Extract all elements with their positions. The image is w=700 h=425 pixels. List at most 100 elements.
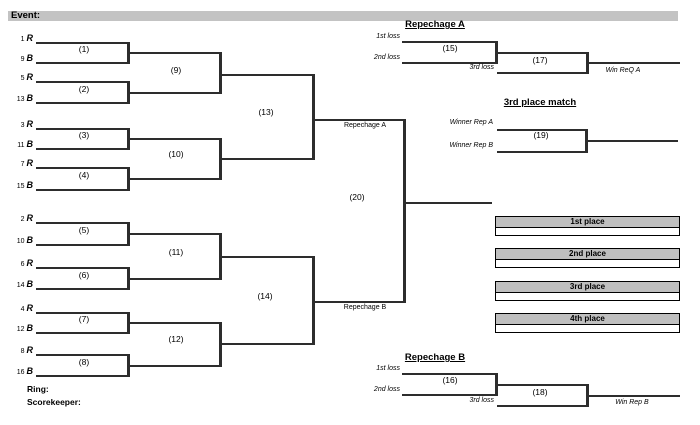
seed-number: 13: [16, 96, 25, 103]
repechage-a-winner-label: Win ReQ A: [605, 67, 641, 74]
seed-number: 15: [16, 183, 25, 190]
bracket-hline: [36, 42, 130, 44]
match-8-label: (8): [78, 357, 90, 367]
bracket-hline: [218, 256, 315, 258]
seed-corner-code: R: [26, 33, 34, 43]
seed-corner-code: R: [26, 345, 34, 355]
match-3-label: (3): [78, 130, 90, 140]
bracket-hline: [126, 277, 222, 280]
repechage-a-first-loss-label: 1st loss: [376, 33, 400, 40]
seed-corner-code: B: [26, 366, 34, 376]
second-place-box: 2nd place: [495, 248, 680, 268]
repechage-a-second-loss-label: 2nd loss: [373, 54, 400, 61]
first-place-label: 1st place: [496, 217, 679, 228]
third-place-entrant-a-label: Winner Rep A: [449, 119, 493, 126]
seed-corner-code: B: [26, 235, 34, 245]
first-place-box: 1st place: [495, 216, 680, 236]
repechage-b-title: Repechage B: [404, 352, 466, 363]
seed-number: 8: [20, 348, 25, 355]
repechage-b-winner-label: Win Rep B: [615, 399, 649, 406]
second-place-label: 2nd place: [496, 249, 679, 260]
seed-number: 16: [16, 369, 25, 376]
bracket-hline: [402, 394, 498, 396]
seed-corner-code: R: [26, 303, 34, 313]
match-4-label: (4): [78, 170, 90, 180]
seed-number: 9: [20, 56, 25, 63]
third-place-entrant-b-label: Winner Rep B: [449, 142, 493, 149]
bracket-vline: [585, 384, 589, 407]
seed-corner-code: R: [26, 158, 34, 168]
bracket-hline: [36, 189, 130, 191]
bracket-vline: [584, 129, 588, 153]
bracket-hline: [494, 52, 589, 54]
third-place-title: 3rd place match: [503, 97, 577, 108]
bracket-hline: [402, 373, 498, 375]
bracket-hline: [218, 74, 315, 76]
bracket-hline: [36, 354, 130, 356]
bracket-hline: [402, 41, 498, 43]
seed-number: 5: [20, 75, 25, 82]
ring-label: Ring:: [27, 384, 49, 394]
seed-number: 2: [20, 216, 25, 223]
seed-number: 7: [20, 161, 25, 168]
match-16-label: (16): [442, 375, 458, 385]
match-13-label: (13): [258, 107, 274, 117]
repechage-a-title: Repechage A: [405, 19, 465, 30]
seed-number: 4: [20, 306, 25, 313]
bracket-vline: [402, 119, 406, 303]
scorekeeper-label: Scorekeeper:: [27, 397, 81, 407]
match-6-label: (6): [78, 270, 90, 280]
seed-number: 11: [17, 142, 25, 149]
seed-corner-code: B: [26, 323, 34, 333]
match-12-label: (12): [168, 334, 184, 344]
seed-number: 1: [20, 36, 25, 43]
match-2-label: (2): [78, 84, 90, 94]
fourth-place-label: 4th place: [496, 314, 679, 325]
bracket-hline: [36, 128, 130, 130]
bracket-hline: [497, 72, 589, 74]
bracket-vline: [494, 41, 498, 64]
first-place-blank: [496, 227, 679, 235]
bracket-hline: [36, 102, 130, 104]
bracket-hline: [497, 405, 589, 407]
bracket-hline: [36, 148, 130, 150]
bracket-vline: [494, 373, 498, 396]
match-7-label: (7): [78, 314, 90, 324]
bracket-vline: [218, 52, 222, 94]
seed-number: 12: [16, 326, 25, 333]
bracket-hline: [126, 91, 222, 94]
bracket-hline: [36, 288, 130, 290]
repechage-b-third-loss-label: 3rd loss: [469, 397, 494, 404]
bracket-hline: [126, 138, 222, 140]
bracket-hline: [584, 140, 678, 142]
bracket-hline: [126, 364, 222, 367]
bracket-vline: [585, 52, 589, 74]
bracket-hline: [497, 129, 588, 131]
match-19-label: (19): [533, 130, 549, 140]
match-5-label: (5): [78, 225, 90, 235]
seed-corner-code: R: [26, 72, 34, 82]
match-20-label: (20): [349, 192, 365, 202]
third-place-blank: [496, 292, 679, 300]
bracket-hline: [402, 202, 492, 204]
match-9-label: (9): [170, 65, 182, 75]
bracket-hline: [218, 158, 315, 160]
bracket-hline: [126, 233, 222, 235]
bracket-hline: [36, 222, 130, 224]
seed-number: 14: [16, 282, 25, 289]
